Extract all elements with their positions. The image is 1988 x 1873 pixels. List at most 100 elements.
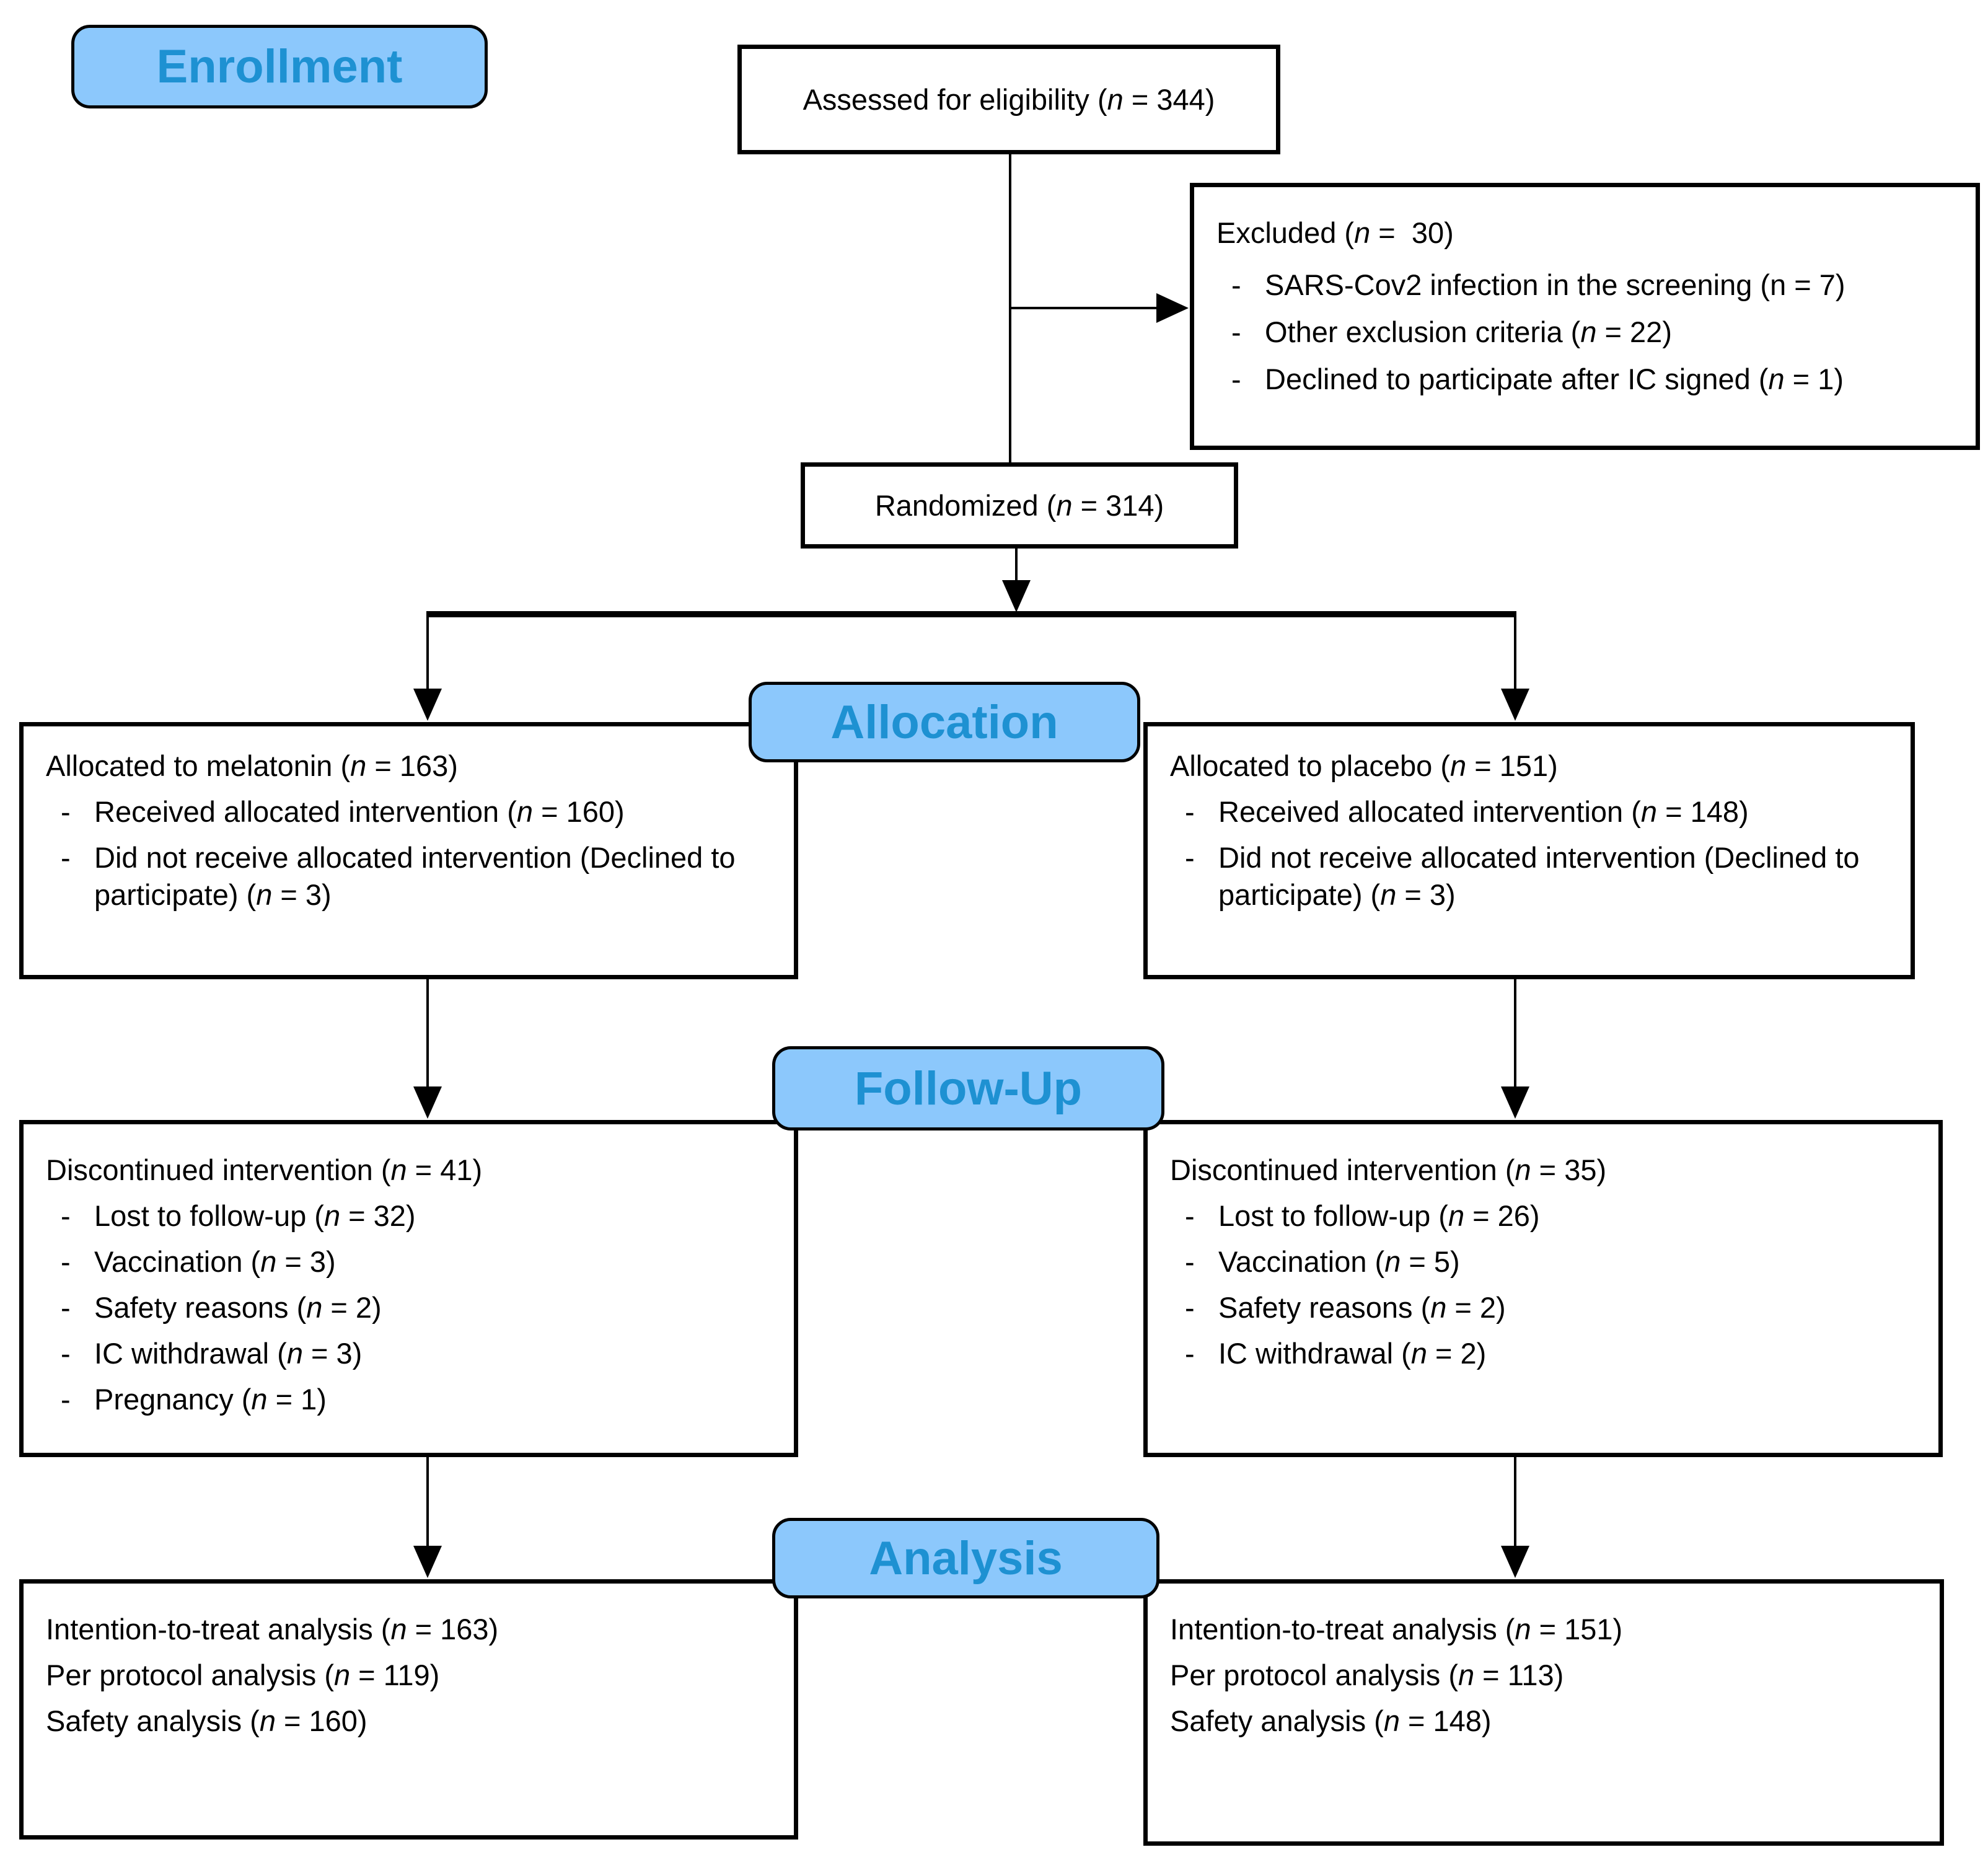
bullet-dash: - xyxy=(1185,841,1195,874)
assessed-eligibility-box: Assessed for eligibility (n = 344) xyxy=(737,45,1280,154)
n-variable: n xyxy=(1107,82,1124,116)
list-item: - SARS-Cov2 infection in the screening (… xyxy=(1216,267,1952,304)
arrowhead-alloc-right xyxy=(1501,689,1529,721)
bullet-dash: - xyxy=(1231,363,1241,395)
bullet-dash: - xyxy=(1185,1337,1195,1370)
bullet-dash: - xyxy=(61,841,71,874)
n-variable: n xyxy=(1384,1245,1401,1278)
followup-stage-label: Follow-Up xyxy=(772,1046,1164,1130)
list-item: - Did not receive allocated intervention… xyxy=(1170,839,1887,914)
followup-left-pregnancy: Pregnancy (n = 1) xyxy=(94,1383,327,1416)
randomized-box: Randomized (n = 314) xyxy=(801,462,1238,549)
alloc-right-received: Received allocated intervention (n = 148… xyxy=(1218,795,1749,828)
n-variable: n xyxy=(1380,878,1397,911)
bullet-dash: - xyxy=(1185,1291,1195,1324)
n-variable: n xyxy=(1640,795,1658,828)
n-variable: n xyxy=(333,1659,351,1691)
bullet-dash: - xyxy=(61,1291,71,1324)
n-variable: n xyxy=(306,1291,323,1324)
n-variable: n xyxy=(1448,1199,1465,1232)
n-variable: n xyxy=(256,878,273,911)
followup-right-lost: Lost to follow-up (n = 26) xyxy=(1218,1199,1540,1232)
excluded-box: Excluded (n = 30) - SARS-Cov2 infection … xyxy=(1190,183,1980,450)
n-variable: n xyxy=(260,1245,277,1278)
n-variable: n xyxy=(1450,749,1467,782)
analysis-right-itt: Intention-to-treat analysis (n = 151) xyxy=(1170,1613,1623,1646)
allocation-melatonin-box: Allocated to melatonin (n = 163) - Recei… xyxy=(19,722,798,979)
list-item: - Vaccination (n = 3) xyxy=(46,1243,770,1280)
n-variable: n xyxy=(1410,1337,1427,1370)
list-item: - IC withdrawal (n = 3) xyxy=(46,1335,770,1372)
followup-right-safety: Safety reasons (n = 2) xyxy=(1218,1291,1506,1324)
bullet-dash: - xyxy=(61,1245,71,1278)
n-variable: n xyxy=(251,1383,268,1416)
allocation-placebo-box: Allocated to placebo (n = 151) - Receive… xyxy=(1143,722,1915,979)
alloc-right-not-received: Did not receive allocated intervention (… xyxy=(1218,841,1860,911)
followup-stage-text: Follow-Up xyxy=(854,1062,1083,1115)
bullet-dash: - xyxy=(61,1199,71,1232)
list-item: - Lost to follow-up (n = 26) xyxy=(1170,1197,1915,1235)
list-item: - Pregnancy (n = 1) xyxy=(46,1381,770,1418)
list-item: - IC withdrawal (n = 2) xyxy=(1170,1335,1915,1372)
arrowhead-analysis-right xyxy=(1501,1546,1529,1578)
followup-left-safety: Safety reasons (n = 2) xyxy=(94,1291,382,1324)
n-variable: n xyxy=(1430,1291,1447,1324)
n-variable: n xyxy=(1354,216,1371,249)
followup-right-ic: IC withdrawal (n = 2) xyxy=(1218,1337,1487,1370)
list-item: - Declined to participate after IC signe… xyxy=(1216,361,1952,398)
bullet-dash: - xyxy=(1185,1199,1195,1232)
arrowhead-alloc-left xyxy=(413,689,442,721)
followup-melatonin-title: Discontinued intervention (n = 41) xyxy=(46,1153,483,1186)
list-item: - Safety reasons (n = 2) xyxy=(1170,1289,1915,1326)
n-variable: n xyxy=(390,1153,407,1186)
n-variable: n xyxy=(1056,488,1073,522)
n-variable: n xyxy=(259,1704,276,1737)
followup-placebo-box: Discontinued intervention (n = 35) - Los… xyxy=(1143,1120,1943,1457)
bullet-dash: - xyxy=(1231,268,1241,301)
analysis-right-safety: Safety analysis (n = 148) xyxy=(1170,1704,1492,1737)
bullet-dash: - xyxy=(61,795,71,828)
arrowhead-split xyxy=(1002,580,1031,612)
n-variable: n xyxy=(1770,268,1787,301)
followup-right-vaccination: Vaccination (n = 5) xyxy=(1218,1245,1460,1278)
n-variable: n xyxy=(1458,1659,1475,1691)
excluded-item-declined: Declined to participate after IC signed … xyxy=(1265,363,1844,395)
n-variable: n xyxy=(323,1199,341,1232)
n-variable: n xyxy=(286,1337,303,1370)
n-variable: n xyxy=(1383,1704,1400,1737)
arrowhead-excluded xyxy=(1156,293,1189,323)
list-item: - Received allocated intervention (n = 1… xyxy=(1170,793,1887,831)
list-item: - Lost to follow-up (n = 32) xyxy=(46,1197,770,1235)
enrollment-stage-text: Enrollment xyxy=(156,40,403,93)
analysis-right-pp: Per protocol analysis (n = 113) xyxy=(1170,1659,1564,1691)
followup-left-lost: Lost to follow-up (n = 32) xyxy=(94,1199,416,1232)
allocation-stage-text: Allocation xyxy=(830,695,1058,749)
analysis-melatonin-box: Intention-to-treat analysis (n = 163) Pe… xyxy=(19,1579,798,1840)
n-variable: n xyxy=(1515,1613,1531,1646)
allocation-placebo-title: Allocated to placebo (n = 151) xyxy=(1170,749,1558,782)
randomized-text: Randomized (n = 314) xyxy=(874,488,1164,522)
assessed-eligibility-text: Assessed for eligibility (n = 344) xyxy=(803,82,1215,116)
arrowhead-analysis-left xyxy=(413,1546,442,1578)
analysis-stage-label: Analysis xyxy=(772,1518,1159,1598)
analysis-placebo-box: Intention-to-treat analysis (n = 151) Pe… xyxy=(1143,1579,1944,1846)
list-item: - Safety reasons (n = 2) xyxy=(46,1289,770,1326)
list-item: - Vaccination (n = 5) xyxy=(1170,1243,1915,1280)
followup-placebo-title: Discontinued intervention (n = 35) xyxy=(1170,1153,1607,1186)
n-variable: n xyxy=(1580,315,1597,348)
bullet-dash: - xyxy=(61,1337,71,1370)
alloc-left-received: Received allocated intervention (n = 160… xyxy=(94,795,625,828)
list-item: - Other exclusion criteria (n = 22) xyxy=(1216,314,1952,351)
excluded-title: Excluded (n = 30) xyxy=(1216,216,1454,249)
analysis-left-itt: Intention-to-treat analysis (n = 163) xyxy=(46,1613,499,1646)
excluded-item-sars: SARS-Cov2 infection in the screening (n … xyxy=(1265,268,1845,301)
followup-melatonin-box: Discontinued intervention (n = 41) - Los… xyxy=(19,1120,798,1457)
analysis-left-pp: Per protocol analysis (n = 119) xyxy=(46,1659,440,1691)
analysis-left-safety: Safety analysis (n = 160) xyxy=(46,1704,367,1737)
list-item: - Did not receive allocated intervention… xyxy=(46,839,770,914)
analysis-stage-text: Analysis xyxy=(869,1531,1063,1585)
n-variable: n xyxy=(390,1613,407,1646)
n-variable: n xyxy=(1515,1153,1531,1186)
followup-left-vaccination: Vaccination (n = 3) xyxy=(94,1245,336,1278)
